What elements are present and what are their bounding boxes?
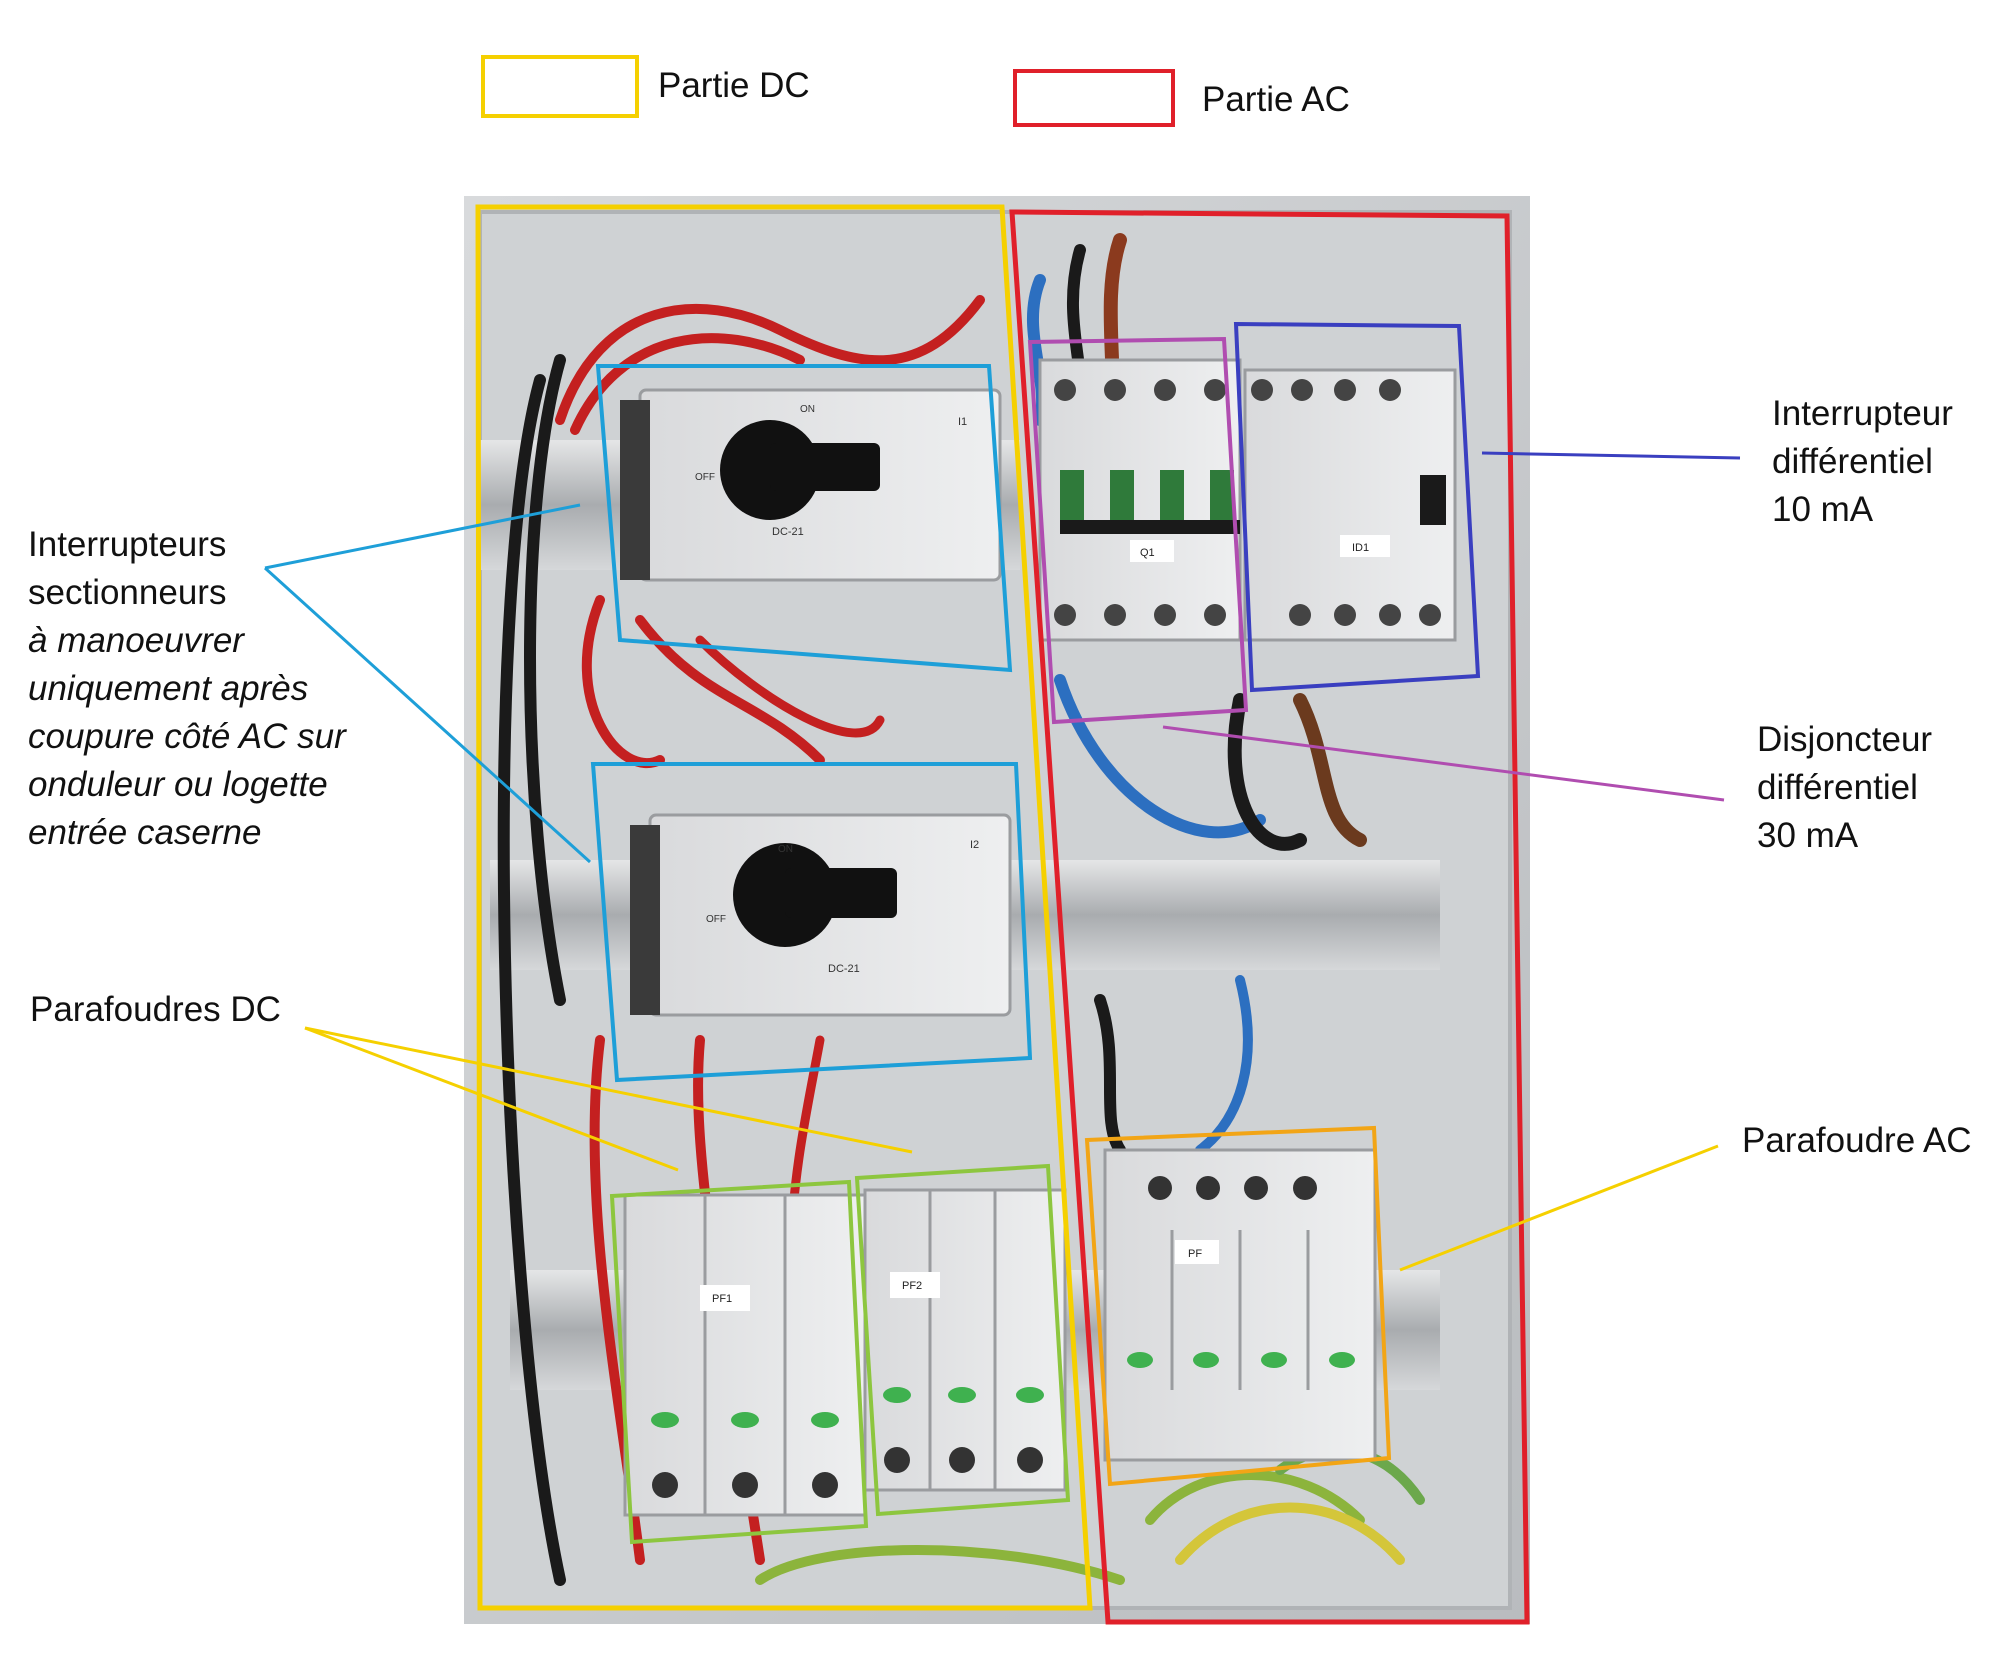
- leader-parafoudres-dc-1: [304, 1026, 679, 1172]
- breaker-q1-label: Q1: [1140, 547, 1155, 559]
- ac-surge-pf: PF: [1103, 1148, 1377, 1462]
- leader-interrupteurs-bottom: [263, 566, 592, 864]
- legend-dc-label: Partie DC: [658, 66, 810, 105]
- annotation-interrupteurs-line1: Interrupteurs: [28, 525, 227, 564]
- leader-disjoncteur-diff: [1162, 725, 1725, 802]
- surge-pf1-label: PF1: [712, 1293, 732, 1305]
- annotation-disjoncteur-diff: Disjoncteur différentiel 30 mA: [1757, 716, 1932, 860]
- leader-parafoudre-ac: [1399, 1144, 1719, 1272]
- annotation-interrupteur-diff-line2: différentiel: [1772, 442, 1933, 481]
- leader-parafoudres-dc-2: [304, 1026, 913, 1154]
- surge-pf-label: PF: [1188, 1248, 1202, 1260]
- zone-frames: [475, 204, 1530, 1625]
- switch-i1-frame: [595, 364, 1013, 673]
- dc-switch-i2: DC-21 I2 ON OFF: [630, 813, 1012, 1017]
- annotation-disjoncteur-diff-line1: Disjoncteur: [1757, 720, 1933, 759]
- annotation-parafoudres-dc: Parafoudres DC: [30, 990, 281, 1029]
- switch-i2-id: I2: [970, 839, 979, 851]
- legend-ac-swatch: [1013, 69, 1175, 127]
- annotation-interrupteurs: Interrupteurs sectionneurs à manoeuvrer …: [28, 521, 388, 857]
- breaker-30ma-frame: [1027, 336, 1249, 725]
- annotation-interrupteurs-note-1: à manoeuvrer: [28, 621, 244, 660]
- annotation-interrupteur-diff: Interrupteur différentiel 10 mA: [1772, 390, 1953, 534]
- annotation-interrupteurs-note-4: onduleur ou logette: [28, 765, 328, 804]
- surge-pf2-label: PF2: [902, 1280, 922, 1292]
- annotation-interrupteurs-note-2: uniquement après: [28, 669, 309, 708]
- annotation-disjoncteur-diff-line2: différentiel: [1757, 768, 1918, 807]
- dc-surge-pf2: PF2: [863, 1188, 1067, 1492]
- breaker-id1-label: ID1: [1352, 542, 1369, 554]
- switch-i2-frame: [590, 762, 1033, 1083]
- annotation-interrupteurs-note-3: coupure côté AC sur: [28, 717, 346, 756]
- surge-pf2-frame: [854, 1163, 1071, 1517]
- annotation-interrupteurs-line2: sectionneurs: [28, 573, 227, 612]
- leader-interrupteur-diff: [1481, 451, 1741, 460]
- surge-pf1-frame: [609, 1179, 869, 1545]
- ac-breaker-q1: Q1: [1038, 358, 1242, 642]
- ac-breaker-id1: ID1: [1243, 368, 1457, 642]
- ac-zone-frame: [1009, 209, 1530, 1625]
- switch-i2-on: ON: [778, 844, 793, 855]
- annotation-parafoudre-ac: Parafoudre AC: [1742, 1121, 1972, 1160]
- switch-10ma-frame: [1233, 321, 1481, 693]
- dc-zone-frame: [475, 204, 1093, 1611]
- annotation-interrupteur-diff-line3: 10 mA: [1772, 490, 1874, 529]
- legend-ac-label: Partie AC: [1202, 80, 1350, 119]
- dc-surge-pf1: PF1: [623, 1193, 867, 1517]
- switch-i1-off: OFF: [695, 472, 715, 483]
- switch-i1-marking: DC-21: [772, 526, 804, 538]
- switch-i2-off: OFF: [706, 914, 726, 925]
- switch-i2-marking: DC-21: [828, 963, 860, 975]
- ac-surge-frame: [1084, 1125, 1392, 1487]
- switch-i1-on: ON: [800, 404, 815, 415]
- leader-interrupteurs-top: [264, 503, 581, 570]
- leader-lines: [263, 451, 1741, 1272]
- annotation-interrupteur-diff-line1: Interrupteur: [1772, 394, 1953, 433]
- annotation-interrupteurs-note-5: entrée caserne: [28, 813, 262, 852]
- annotation-disjoncteur-diff-line3: 30 mA: [1757, 816, 1859, 855]
- switch-i1-id: I1: [958, 416, 967, 428]
- dc-switch-i1: DC-21 I1 ON OFF: [620, 388, 1002, 582]
- legend-dc-swatch: [481, 55, 639, 118]
